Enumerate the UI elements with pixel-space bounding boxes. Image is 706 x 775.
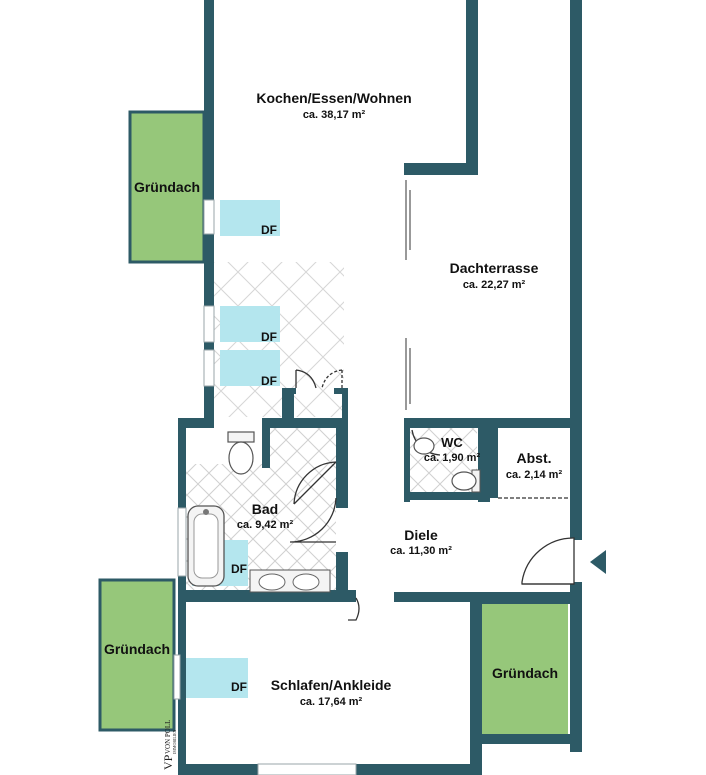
- room-name-diele: Diele: [404, 527, 438, 543]
- svg-text:VON POLL: VON POLL: [164, 720, 172, 754]
- skylight-bedroom: [186, 658, 248, 698]
- green-roof-lower-right: [482, 603, 568, 735]
- svg-text:VP: VP: [161, 754, 175, 770]
- green-roof-label-1: Gründach: [134, 179, 200, 195]
- wc-sink: [413, 437, 435, 455]
- room-name-kochen: Kochen/Essen/Wohnen: [256, 90, 411, 106]
- room-area-bad: ca. 9,42 m²: [237, 519, 294, 531]
- room-area-diele: ca. 11,30 m²: [390, 545, 452, 557]
- room-area-wc: ca. 1,90 m²: [424, 452, 481, 464]
- room-area-dachterrasse: ca. 22,27 m²: [463, 279, 526, 291]
- room-name-wc: WC: [441, 435, 463, 450]
- von-poll-logo: VP VON POLL IMMOBILIEN: [161, 720, 177, 770]
- windows: [173, 199, 357, 775]
- room-name-bad: Bad: [252, 501, 278, 517]
- room-area-kochen: ca. 38,17 m²: [303, 109, 366, 121]
- skylight-kitchen: [220, 200, 280, 236]
- skylight-label-hall-2: DF: [261, 374, 277, 388]
- green-roof-label-3: Gründach: [492, 665, 558, 681]
- skylight-label-hall-1: DF: [261, 330, 277, 344]
- doors: [289, 369, 575, 621]
- room-area-schlafen: ca. 17,64 m²: [300, 696, 363, 708]
- double-sink: [249, 569, 331, 593]
- sliding-doors: [405, 180, 411, 410]
- green-roof-upper-left: [128, 110, 206, 264]
- room-area-abst: ca. 2,14 m²: [506, 469, 563, 481]
- toilet-bath: [227, 431, 255, 475]
- walls: [178, 0, 582, 775]
- room-name-schlafen: Schlafen/Ankleide: [271, 677, 392, 693]
- toilet-wc: [451, 469, 481, 493]
- green-roof-lower-left: [98, 578, 176, 732]
- bathtub: [187, 505, 225, 587]
- skylight-label-bath: DF: [231, 562, 247, 576]
- skylight-hall-1: [220, 306, 280, 342]
- skylight-hall-2: [220, 350, 280, 386]
- skylight-label-kitchen: DF: [261, 223, 277, 237]
- room-name-abst: Abst.: [517, 450, 552, 466]
- green-roof-label-2: Gründach: [104, 641, 170, 657]
- svg-text:IMMOBILIEN: IMMOBILIEN: [172, 729, 177, 754]
- room-name-dachterrasse: Dachterrasse: [450, 260, 539, 276]
- entrance-arrow-icon: [590, 550, 606, 574]
- tiled-floor-bath-entry: [268, 425, 338, 467]
- skylight-label-bedroom: DF: [231, 680, 247, 694]
